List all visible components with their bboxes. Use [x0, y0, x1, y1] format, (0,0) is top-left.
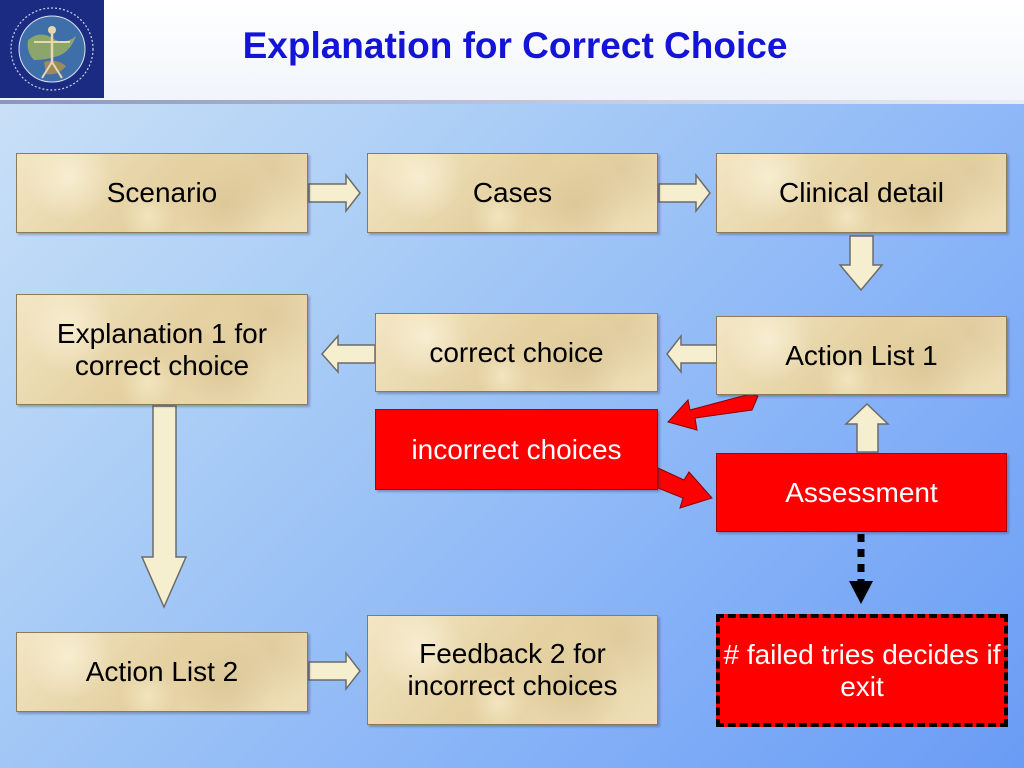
box-correct-choice: correct choice: [375, 313, 658, 392]
box-action-list-1: Action List 1: [716, 316, 1007, 395]
box-action-list-2: Action List 2: [16, 632, 308, 712]
box-cases: Cases: [367, 153, 658, 233]
box-incorrect-choices: incorrect choices: [375, 409, 658, 490]
box-failed-tries: # failed tries decides if exit: [716, 614, 1008, 727]
box-clinical-detail: Clinical detail: [716, 153, 1007, 233]
arrowhead-dotted: [849, 581, 873, 604]
header-divider: [0, 100, 1024, 104]
arrow-down-explanation-action2: [140, 405, 188, 609]
slide-title: Explanation for Correct Choice: [242, 25, 788, 66]
arrow-down-clinical-action1: [838, 235, 884, 292]
box-explanation-1: Explanation 1 for correct choice: [16, 294, 308, 405]
arrow-left-action1-correct: [666, 333, 719, 375]
arrow-left-correct-explanation: [320, 334, 376, 374]
header-band: [0, 0, 1024, 100]
arrow-right-action2-feedback: [308, 650, 361, 692]
consortium-globe-logo-icon: [0, 0, 104, 98]
arrow-red-action1-incorrect: [667, 393, 759, 431]
box-scenario: Scenario: [16, 153, 308, 233]
box-assessment: Assessment: [716, 453, 1007, 532]
arrow-right-scenario-cases: [308, 172, 361, 214]
arrow-up-assessment-action1: [844, 402, 890, 453]
arrow-right-cases-clinical: [658, 172, 711, 214]
box-feedback-2: Feedback 2 for incorrect choices: [367, 615, 658, 725]
arrow-red-incorrect-assessment: [657, 467, 713, 509]
